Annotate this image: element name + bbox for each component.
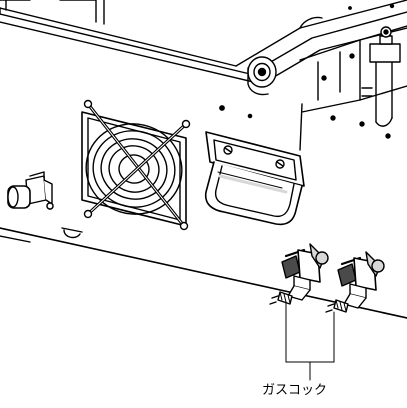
callout-leader bbox=[286, 302, 334, 380]
panel-screws bbox=[47, 106, 252, 209]
gas-cock-left bbox=[270, 244, 328, 304]
top-cover bbox=[0, 0, 236, 66]
upper-right-mechanism bbox=[300, 5, 407, 139]
panel-foot bbox=[62, 228, 82, 237]
cooling-fan bbox=[77, 101, 191, 230]
carry-handle bbox=[206, 132, 304, 224]
gas-cock-right bbox=[326, 252, 384, 312]
gas-cock-label: ガスコック bbox=[262, 383, 328, 398]
output-terminal bbox=[8, 172, 53, 209]
top-handle-bar bbox=[236, 0, 407, 95]
